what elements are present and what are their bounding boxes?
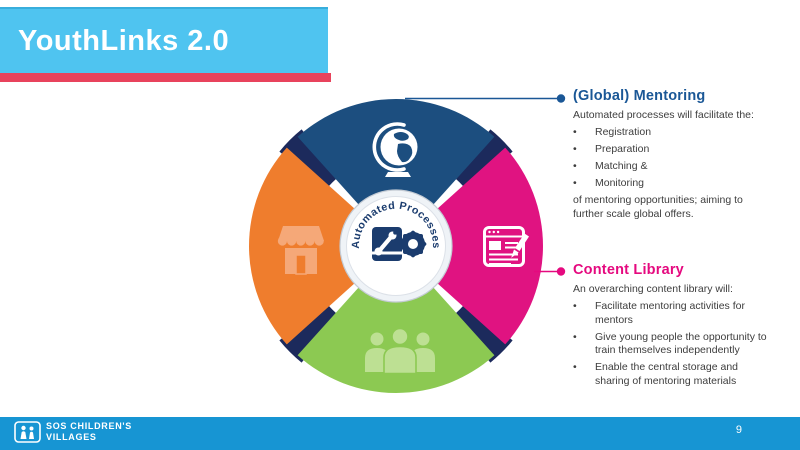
list-item: Registration — [573, 126, 788, 140]
mentoring-intro: Automated processes will facilitate the: — [573, 109, 754, 121]
quadrant-left-marketplace — [249, 147, 396, 345]
page-title: YouthLinks 2.0 — [18, 24, 230, 57]
mentoring-callout-connector — [405, 94, 566, 103]
list-item: Give young people the opportunity to tra… — [573, 331, 788, 358]
list-item: Facilitate mentoring activities for ment… — [573, 300, 788, 327]
list-item: Preparation — [573, 143, 788, 157]
content-library-section: Content Library An overarching content l… — [573, 262, 788, 392]
book-gear-icon — [372, 227, 427, 261]
list-item: Matching & — [573, 160, 788, 174]
quadrant-right-content — [396, 147, 543, 345]
list-item: Monitoring — [573, 177, 788, 191]
content-library-bullet-list: Facilitate mentoring activities for ment… — [573, 300, 788, 388]
content-library-heading: Content Library — [573, 262, 684, 278]
people-icon — [365, 327, 435, 375]
content-library-callout-connector — [534, 267, 566, 276]
document-edit-icon — [483, 226, 529, 267]
quadrant-bottom-community — [297, 246, 495, 393]
page-number: 9 — [735, 424, 742, 436]
center-hub: Automated Processes — [339, 189, 453, 303]
mentoring-heading: (Global) Mentoring — [573, 88, 706, 104]
mentoring-outro: of mentoring opportunities; aiming to fu… — [573, 194, 743, 220]
footer-bar: SOS CHILDREN'S VILLAGES 9 — [0, 417, 800, 450]
list-item: Enable the central storage and sharing o… — [573, 361, 788, 388]
title-bar: YouthLinks 2.0 — [0, 7, 328, 73]
mentoring-section: (Global) Mentoring Automated processes w… — [573, 88, 788, 221]
org-name: SOS CHILDREN'S VILLAGES — [46, 421, 132, 442]
sos-logo-icon — [14, 421, 41, 443]
globe-icon — [372, 122, 418, 177]
org-name-line1: SOS CHILDREN'S — [46, 421, 132, 431]
title-underline-bar — [0, 73, 331, 82]
content-library-intro: An overarching content library will: — [573, 283, 733, 295]
mentoring-bullet-list: Registration Preparation Matching & Moni… — [573, 126, 788, 191]
storefront-icon — [277, 226, 324, 275]
wheel-shadow-tips — [279, 129, 513, 363]
org-name-line2: VILLAGES — [46, 431, 97, 442]
